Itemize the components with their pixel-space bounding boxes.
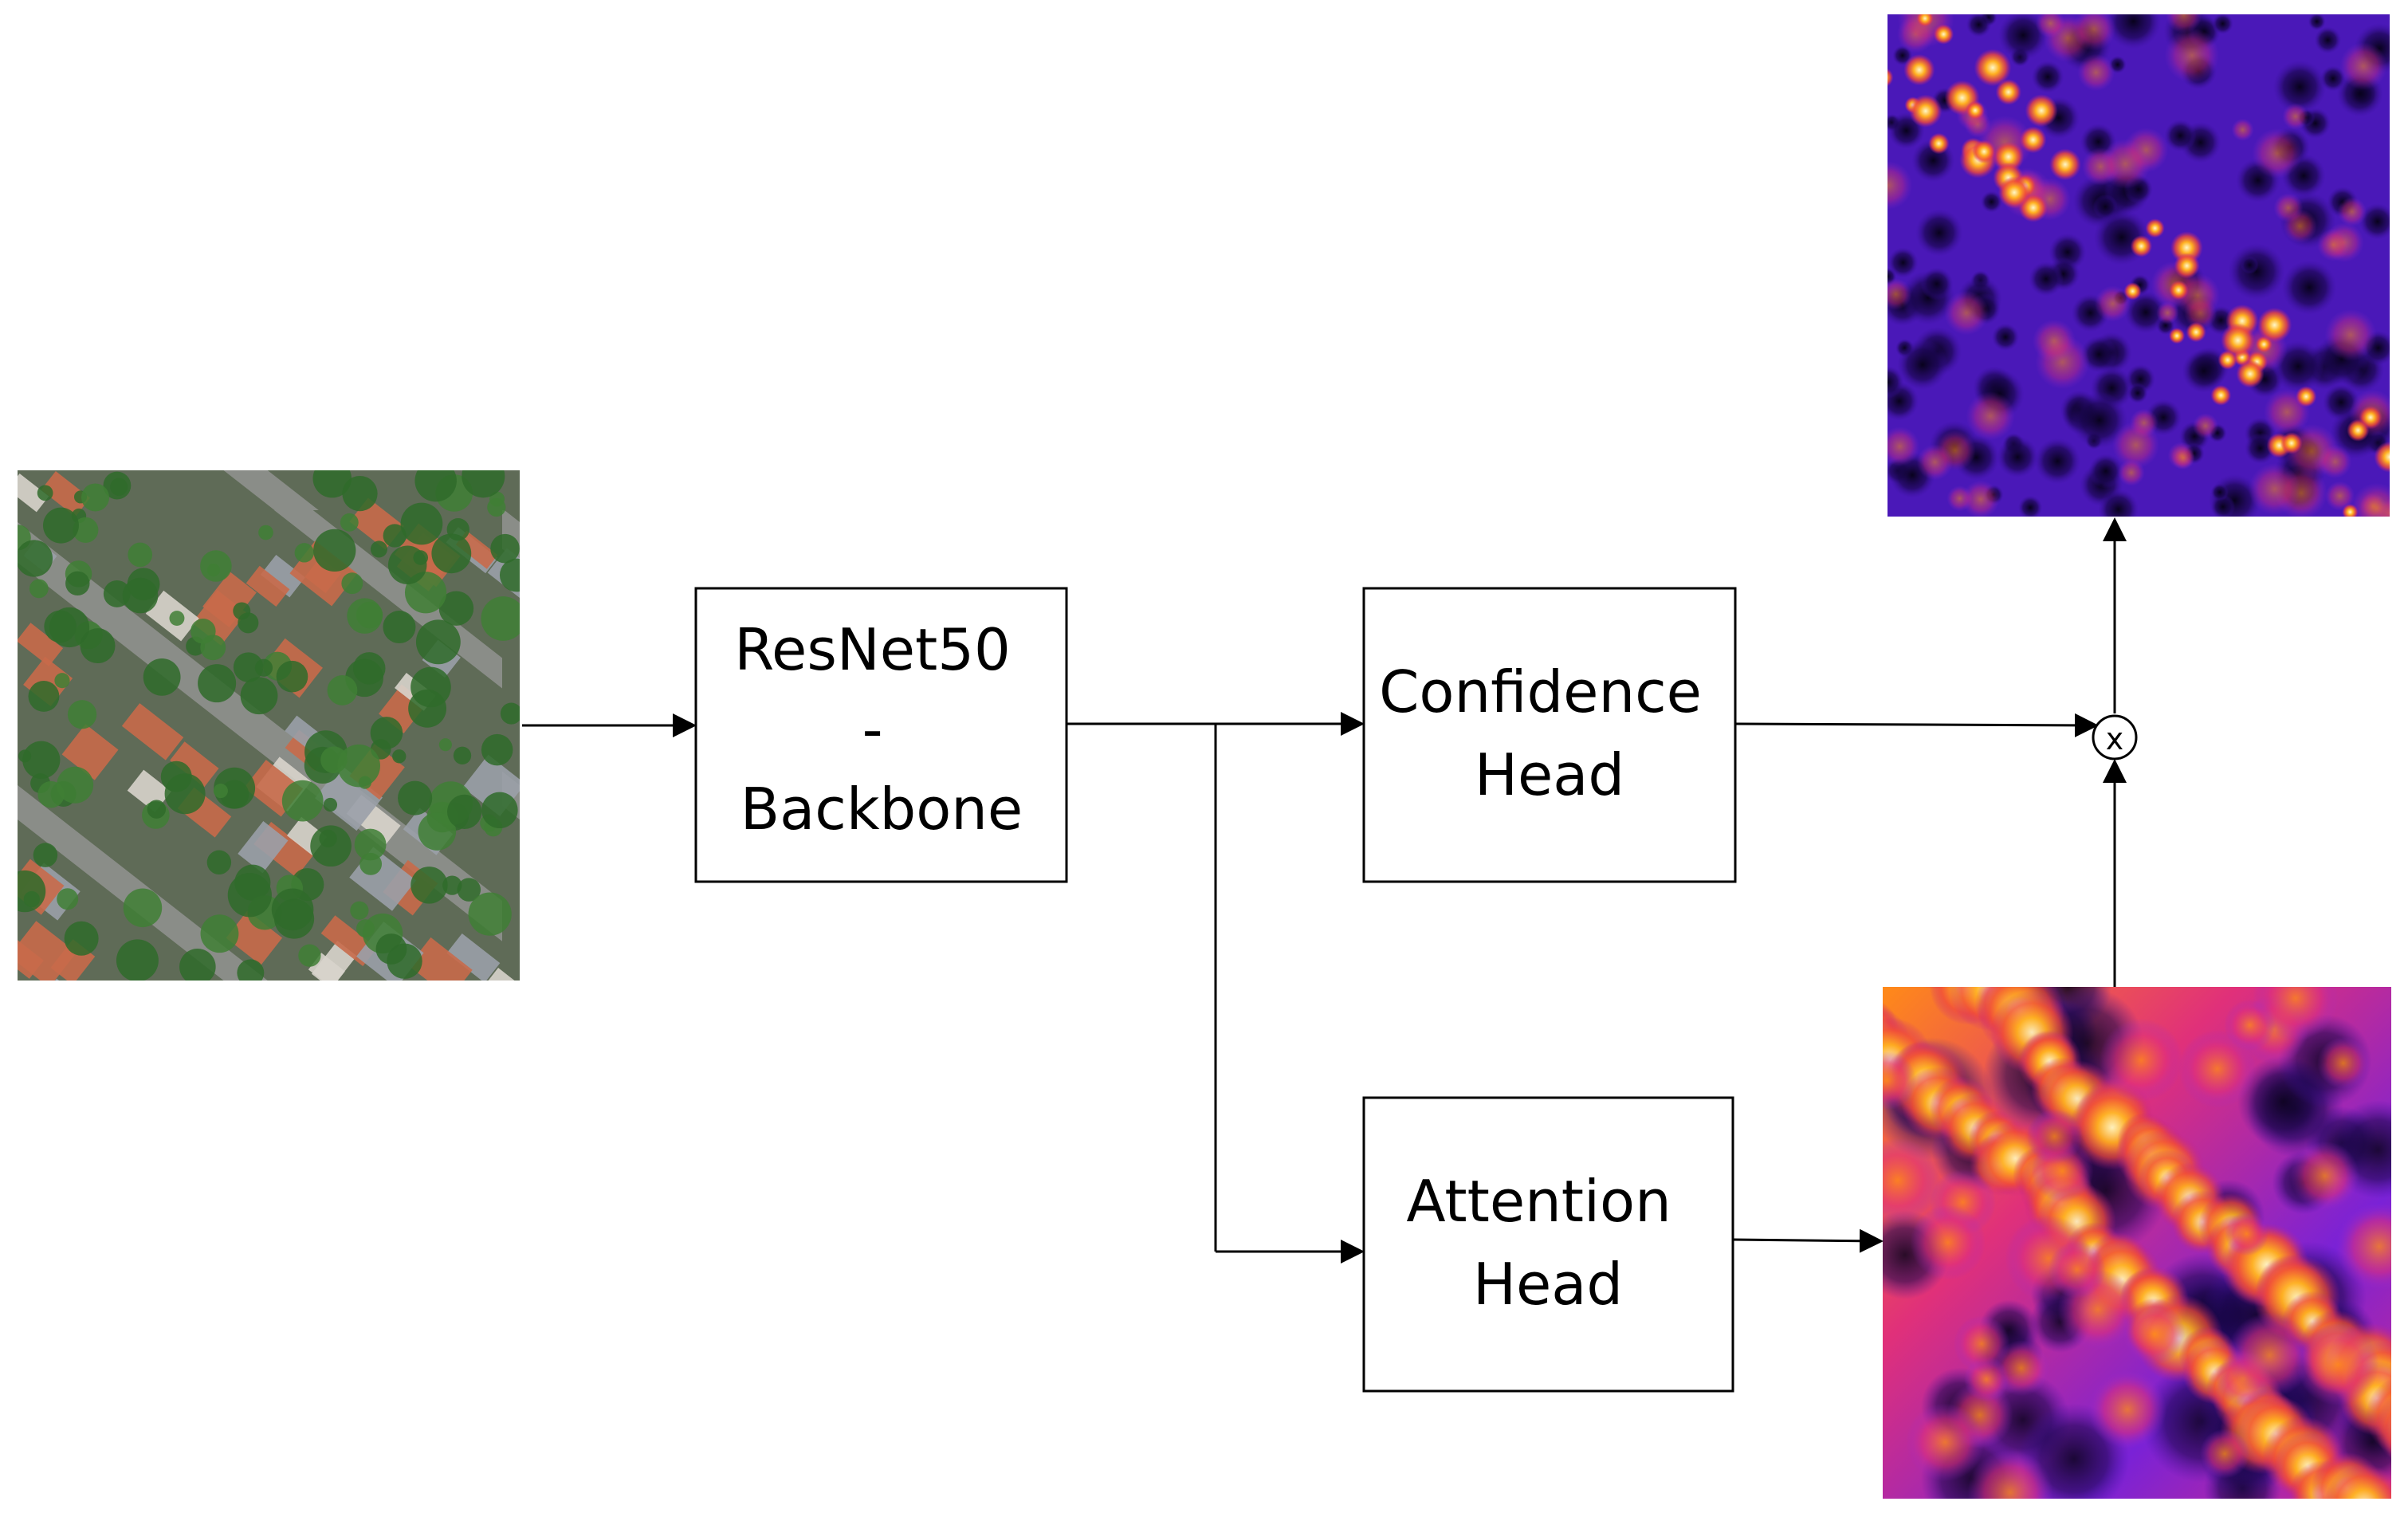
arrow-confidence-to-multiply [1734, 713, 2099, 737]
multiply-symbol: x [2106, 721, 2124, 757]
svg-text:ResNet50 - Backbon: ResNet50 - Backbone [734, 616, 1029, 843]
svg-text:Confidence Head: Confidence Head [1379, 658, 1720, 808]
backbone-label-line1: ResNet50 [734, 616, 1011, 683]
confidence-head-box: Confidence Head [1362, 587, 1737, 883]
attention-head-box: Attention Head [1362, 1096, 1734, 1393]
backbone-label-line3: Backbone [740, 776, 1023, 843]
backbone-label-line2: - [862, 696, 883, 763]
confidence-head-label-line1: Confidence [1379, 658, 1702, 725]
arrow-attention-to-heatmap [1732, 1228, 1884, 1253]
connectors [522, 517, 2127, 1264]
backbone-box: ResNet50 - Backbone [694, 587, 1068, 883]
multiply-node: x [2092, 714, 2138, 760]
attention-heatmap-image [1883, 987, 2391, 1499]
aerial-photo-image [18, 470, 520, 981]
attention-head-label-line1: Attention [1406, 1168, 1671, 1235]
attention-head-label-line2: Head [1473, 1251, 1623, 1318]
svg-text:Attention Head: Attention Head [1406, 1168, 1689, 1318]
confidence-heatmap-image [1888, 14, 2390, 517]
confidence-head-label-line2: Head [1475, 741, 1624, 808]
